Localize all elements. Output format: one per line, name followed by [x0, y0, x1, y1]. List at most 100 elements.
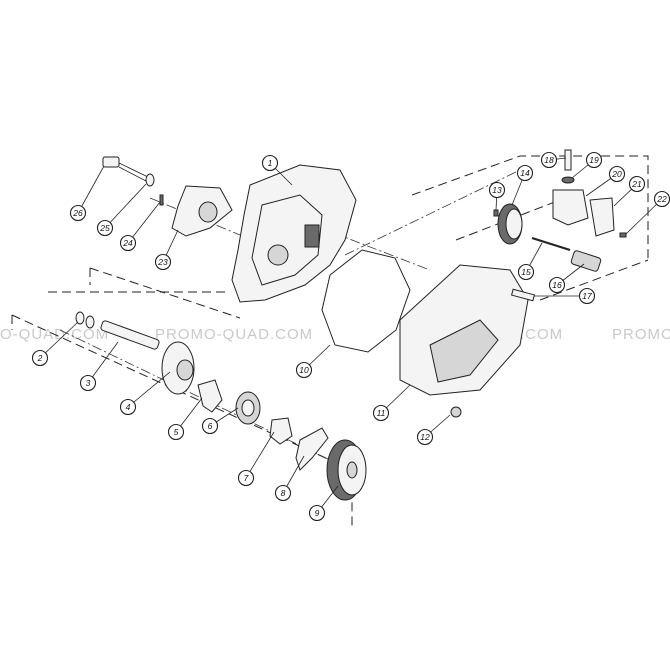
callout-circle-24 — [119, 234, 137, 252]
callout-circle-26 — [69, 204, 87, 222]
callout-number-5: 5 — [174, 427, 179, 437]
callout-circle-15 — [517, 263, 535, 281]
part-5-clip — [197, 379, 223, 413]
callout-circle-8 — [274, 484, 292, 502]
callout-number-25: 25 — [99, 223, 110, 233]
callout-number-4: 4 — [126, 402, 131, 412]
callout-number-16: 16 — [552, 280, 562, 290]
callout-10: 10 — [295, 344, 331, 379]
part-22-screw — [619, 232, 627, 238]
part-26-bolt — [102, 156, 151, 183]
callout-number-13: 13 — [492, 185, 502, 195]
callout-circle-14 — [516, 164, 534, 182]
callout-number-10: 10 — [299, 365, 309, 375]
callout-circle-17 — [578, 287, 596, 305]
callout-number-17: 17 — [582, 291, 592, 301]
callout-leader-4 — [127, 371, 171, 408]
callout-number-23: 23 — [157, 257, 168, 267]
callout-number-6: 6 — [208, 421, 213, 431]
callout-leader-3 — [87, 341, 119, 384]
callout-circle-10 — [295, 361, 313, 379]
part-18-stud — [564, 149, 572, 171]
callout-25: 25 — [96, 183, 147, 237]
callout-number-7: 7 — [244, 473, 249, 483]
callout-number-21: 21 — [631, 179, 642, 189]
callout-17: 17 — [534, 287, 596, 305]
part-9-gear — [326, 439, 367, 501]
callout-circle-21 — [628, 175, 646, 193]
part-7-cam — [269, 417, 293, 445]
callout-19: 19 — [571, 151, 603, 179]
callout-circle-20 — [608, 165, 626, 183]
callout-18: 18 — [540, 151, 567, 169]
callout-number-8: 8 — [281, 488, 286, 498]
part-12-nut — [450, 406, 462, 418]
callout-24: 24 — [119, 201, 161, 252]
callout-circle-19 — [585, 151, 603, 169]
callout-number-11: 11 — [377, 408, 386, 418]
callout-number-2: 2 — [37, 353, 43, 363]
part-24-pin — [159, 194, 164, 206]
part-8-lever — [295, 427, 329, 471]
callout-circle-12 — [416, 428, 434, 446]
callout-5: 5 — [167, 397, 203, 441]
callout-number-15: 15 — [521, 267, 531, 277]
part-21-bracket — [589, 197, 615, 237]
part-4-disc — [161, 341, 195, 395]
callout-16: 16 — [548, 263, 585, 294]
callout-leader-24 — [127, 201, 161, 244]
callout-number-22: 22 — [656, 194, 667, 204]
callout-number-9: 9 — [315, 508, 320, 518]
part-2-orings — [75, 311, 95, 329]
part-20-housing — [552, 189, 589, 226]
part-14-gear — [497, 203, 523, 245]
callout-26: 26 — [69, 165, 105, 222]
callout-11: 11 — [372, 384, 411, 422]
callout-number-26: 26 — [72, 208, 83, 218]
callout-circle-3 — [79, 374, 97, 392]
part-6-spring — [235, 391, 261, 425]
callout-number-12: 12 — [420, 432, 430, 442]
callout-leader-7 — [245, 431, 275, 479]
part-3-shaft — [100, 320, 160, 350]
part-19-ring — [561, 176, 575, 184]
callout-circle-9 — [308, 504, 326, 522]
callout-number-19: 19 — [589, 155, 599, 165]
callout-number-20: 20 — [611, 169, 622, 179]
callout-circle-2 — [31, 349, 49, 367]
callout-leader-22 — [625, 198, 663, 235]
part-13-screw — [493, 209, 499, 217]
callout-12: 12 — [416, 414, 451, 446]
callout-circle-7 — [237, 469, 255, 487]
callout-14: 14 — [511, 164, 534, 206]
callout-circle-23 — [154, 253, 172, 271]
callout-1: 1 — [261, 154, 293, 186]
callout-leader-25 — [104, 183, 147, 229]
watermark-center: PROMO-QUAD.COM — [155, 326, 314, 343]
callout-6: 6 — [201, 407, 239, 435]
part-23-cover-plate — [171, 185, 233, 237]
callout-4: 4 — [119, 371, 171, 416]
callout-circle-6 — [201, 417, 219, 435]
callout-circle-13 — [488, 181, 506, 199]
callout-22: 22 — [625, 190, 670, 235]
callout-number-24: 24 — [122, 238, 133, 248]
callout-number-3: 3 — [86, 378, 91, 388]
callout-circle-1 — [261, 154, 279, 172]
callout-number-14: 14 — [520, 168, 530, 178]
callout-circle-25 — [96, 219, 114, 237]
callout-circle-5 — [167, 423, 185, 441]
callout-13: 13 — [488, 181, 506, 211]
part-1-crankcase — [231, 164, 357, 303]
callout-leader-2 — [39, 321, 79, 359]
callout-leader-26 — [77, 165, 105, 214]
callout-2: 2 — [31, 321, 79, 367]
callout-number-18: 18 — [544, 155, 554, 165]
callout-8: 8 — [274, 455, 305, 502]
callout-3: 3 — [79, 341, 119, 392]
part-15-shaft — [531, 237, 571, 251]
callout-number-1: 1 — [268, 158, 273, 168]
callout-20: 20 — [585, 165, 626, 197]
group-outline-right — [411, 155, 649, 301]
part-11-side-cover — [399, 264, 529, 396]
